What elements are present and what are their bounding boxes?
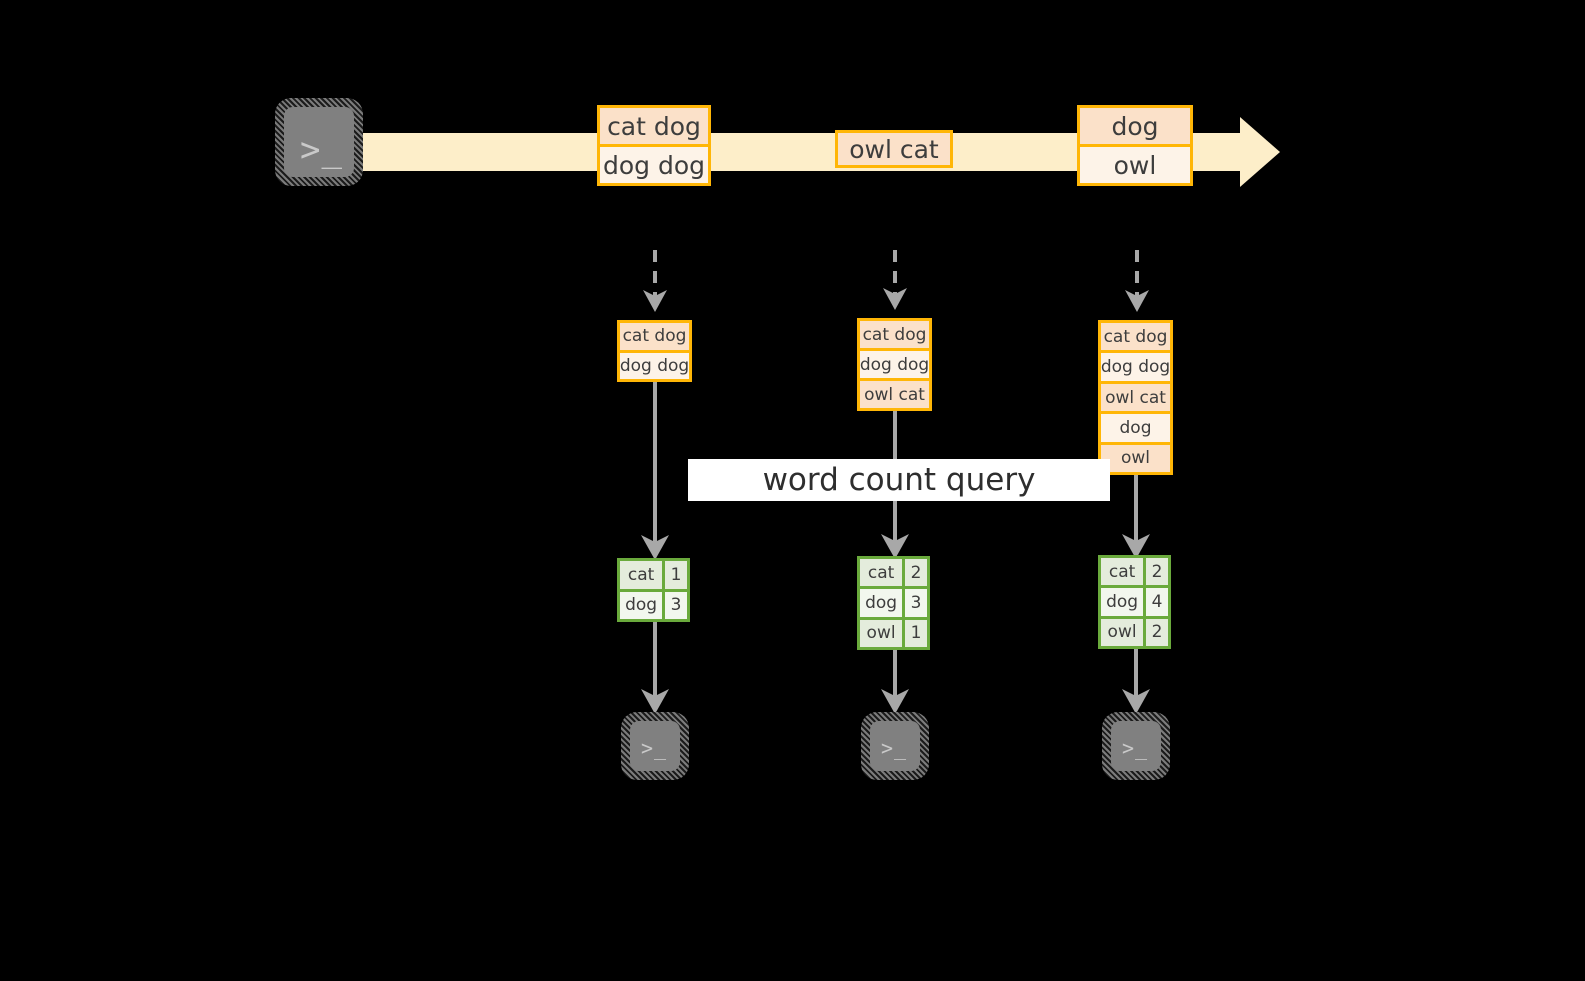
result-word: cat [620, 561, 663, 589]
terminal-screen [870, 721, 920, 771]
stream-event-line: cat dog [600, 108, 708, 144]
connector-result-to-sink-3 [1122, 649, 1150, 714]
buffer-line: cat dog [1101, 323, 1170, 351]
terminal-screen [284, 107, 354, 177]
result-row: owl 1 [860, 616, 927, 647]
result-table-2[interactable]: cat 2 dog 3 owl 1 [857, 556, 930, 650]
terminal-screen [1111, 721, 1161, 771]
stream-event-line: dog [1080, 108, 1190, 144]
buffer-stack-2[interactable]: cat dog dog dog owl cat [857, 318, 932, 411]
result-table-1[interactable]: cat 1 dog 3 [617, 558, 690, 622]
stream-event-line: owl cat [838, 133, 950, 165]
result-count: 1 [662, 561, 687, 589]
result-word: dog [860, 589, 903, 617]
result-row: dog 3 [620, 588, 687, 619]
buffer-line: owl [1101, 441, 1170, 473]
buffer-line: cat dog [620, 323, 689, 350]
connector-result-to-sink-2 [881, 650, 909, 714]
stream-event-group-1[interactable]: cat dog dog dog [597, 105, 711, 186]
terminal-prompt-icon: >_ [641, 736, 668, 760]
buffer-line: owl cat [860, 378, 929, 408]
buffer-line: owl cat [1101, 380, 1170, 412]
buffer-line: dog dog [860, 348, 929, 378]
dashed-connector-stream-to-buffer-3 [1125, 250, 1149, 312]
terminal-prompt-icon: >_ [1122, 736, 1149, 760]
result-row: dog 4 [1101, 585, 1168, 616]
dashed-connector-stream-to-buffer-1 [643, 250, 667, 312]
connector-result-to-sink-1 [641, 622, 669, 714]
buffer-stack-3[interactable]: cat dog dog dog owl cat dog owl [1098, 320, 1173, 475]
result-word: cat [860, 559, 903, 587]
result-row: owl 2 [1101, 615, 1168, 646]
sink-terminal-1[interactable]: >_ [621, 712, 689, 780]
query-label: word count query [688, 459, 1110, 501]
stream-event-group-2[interactable]: owl cat [835, 130, 953, 168]
dashed-connector-stream-to-buffer-2 [883, 250, 907, 310]
connector-buffer-to-result-3 [1122, 475, 1150, 559]
stream-arrow-head [1240, 117, 1280, 187]
sink-terminal-3[interactable]: >_ [1102, 712, 1170, 780]
result-count: 2 [902, 559, 927, 587]
terminal-prompt-icon: >_ [300, 130, 343, 170]
result-count: 4 [1143, 588, 1168, 616]
stream-event-line: owl [1080, 144, 1190, 183]
result-word: owl [1101, 618, 1144, 646]
terminal-prompt-icon: >_ [881, 736, 908, 760]
buffer-stack-1[interactable]: cat dog dog dog [617, 320, 692, 382]
result-row: cat 1 [620, 561, 687, 589]
result-count: 3 [902, 589, 927, 617]
buffer-line: cat dog [860, 321, 929, 348]
result-word: owl [860, 619, 903, 647]
result-count: 1 [902, 619, 927, 647]
source-terminal[interactable]: >_ [275, 98, 363, 186]
result-count: 2 [1143, 558, 1168, 586]
result-word: dog [620, 591, 663, 619]
result-row: dog 3 [860, 586, 927, 617]
sink-terminal-2[interactable]: >_ [861, 712, 929, 780]
result-row: cat 2 [1101, 558, 1168, 586]
buffer-line: dog dog [620, 349, 689, 379]
stream-event-line: dog dog [600, 144, 708, 183]
result-count: 2 [1143, 618, 1168, 646]
result-word: dog [1101, 588, 1144, 616]
terminal-screen [630, 721, 680, 771]
buffer-line: dog [1101, 411, 1170, 442]
buffer-line: dog dog [1101, 350, 1170, 381]
connector-buffer-to-result-1 [641, 382, 669, 560]
result-word: cat [1101, 558, 1144, 586]
result-table-3[interactable]: cat 2 dog 4 owl 2 [1098, 555, 1171, 649]
stream-event-group-3[interactable]: dog owl [1077, 105, 1193, 186]
result-count: 3 [662, 591, 687, 619]
result-row: cat 2 [860, 559, 927, 587]
